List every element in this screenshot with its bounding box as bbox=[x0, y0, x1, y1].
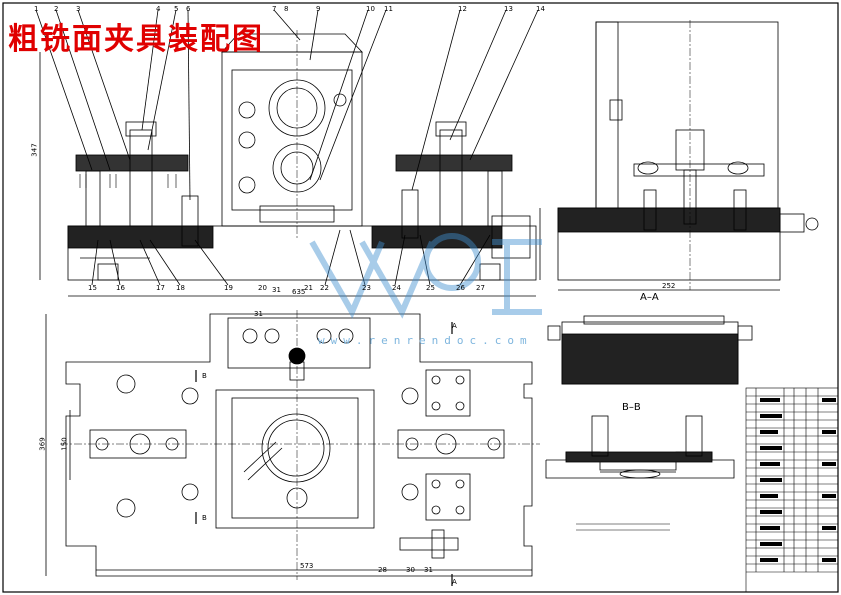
section-letter: B bbox=[202, 372, 207, 380]
part-number: 11 bbox=[384, 5, 393, 13]
part-number: 23 bbox=[362, 284, 371, 292]
right-clamp-bar bbox=[395, 154, 513, 172]
watermark-logo bbox=[309, 233, 542, 319]
side-housing bbox=[595, 21, 779, 209]
part-number: 10 bbox=[366, 5, 375, 13]
plan-view bbox=[45, 313, 533, 577]
part-number: 27 bbox=[476, 284, 485, 292]
dim-plan-width: 573 bbox=[300, 562, 314, 570]
part-number: 15 bbox=[88, 284, 97, 292]
right-nut bbox=[435, 121, 467, 137]
part-number: 9 bbox=[316, 5, 321, 13]
part-number: 18 bbox=[176, 284, 185, 292]
part-number: 4 bbox=[156, 5, 161, 13]
part-number: 3 bbox=[76, 5, 81, 13]
part-number: 17 bbox=[156, 284, 165, 292]
part-number: 8 bbox=[284, 5, 289, 13]
section-aa bbox=[547, 315, 753, 385]
center-lines bbox=[60, 20, 691, 580]
plan-pad-upper bbox=[425, 369, 471, 417]
housing-inner bbox=[231, 69, 353, 211]
section-letter: A bbox=[452, 578, 457, 586]
plan-bore bbox=[261, 413, 331, 483]
watermark-url: www.renrendoc.com bbox=[318, 334, 533, 347]
right-stud bbox=[439, 129, 463, 227]
dim-plan-sub-height: 150 bbox=[60, 437, 69, 451]
part-number: 13 bbox=[504, 5, 513, 13]
part-number: 2 bbox=[54, 5, 59, 13]
dim-plan-height: 369 bbox=[38, 437, 47, 451]
part-number: 22 bbox=[320, 284, 329, 292]
plan-top-clamp bbox=[227, 317, 371, 369]
section-aa-label: A–A bbox=[640, 292, 659, 303]
front-view bbox=[35, 9, 539, 297]
drawing-title: 粗铣面夹具装配图 bbox=[8, 22, 264, 57]
part-number: 26 bbox=[456, 284, 465, 292]
part-number: 1 bbox=[34, 5, 39, 13]
right-block bbox=[491, 215, 531, 259]
part-number: 6 bbox=[186, 5, 191, 13]
front-base-hatch-right bbox=[371, 225, 503, 249]
dim-front-height: 347 bbox=[30, 143, 39, 157]
part-number: 12 bbox=[458, 5, 467, 13]
left-stud bbox=[129, 129, 153, 227]
plan-base bbox=[65, 313, 533, 577]
parts-list-table bbox=[745, 387, 839, 593]
part-number: 19 bbox=[224, 284, 233, 292]
left-clamp-bar bbox=[75, 154, 189, 172]
part-number: 24 bbox=[392, 284, 401, 292]
part-number: 7 bbox=[272, 5, 277, 13]
front-base-hatch-left bbox=[67, 225, 214, 249]
section-letter: B bbox=[202, 514, 207, 522]
part-number: 31 bbox=[272, 286, 281, 294]
left-nut bbox=[125, 121, 157, 137]
part-number: 25 bbox=[426, 284, 435, 292]
section-letter: A bbox=[452, 322, 457, 330]
part-number: 31 bbox=[254, 310, 263, 318]
part-number: 5 bbox=[174, 5, 179, 13]
parts-list-fill bbox=[760, 398, 836, 562]
dim-front-width: 635 bbox=[292, 288, 306, 296]
tech-requirements-note bbox=[576, 523, 670, 531]
part-number: 14 bbox=[536, 5, 545, 13]
housing bbox=[221, 51, 363, 227]
plan-pocket bbox=[215, 389, 375, 529]
part-number: 20 bbox=[258, 284, 267, 292]
clamp-hatching bbox=[79, 174, 177, 188]
part-number: 16 bbox=[116, 284, 125, 292]
part-number: 21 bbox=[304, 284, 313, 292]
section-bb-label: B–B bbox=[622, 402, 641, 413]
plan-pad-lower bbox=[425, 473, 471, 521]
part-number: 28 bbox=[378, 566, 387, 574]
part-number: 30 bbox=[406, 566, 415, 574]
dim-side-width: 252 bbox=[662, 282, 676, 290]
housing-top bbox=[221, 33, 363, 53]
section-cut-marks bbox=[195, 322, 453, 586]
part-number: 31 bbox=[424, 566, 433, 574]
section-bb bbox=[545, 415, 735, 479]
side-view bbox=[539, 21, 819, 291]
